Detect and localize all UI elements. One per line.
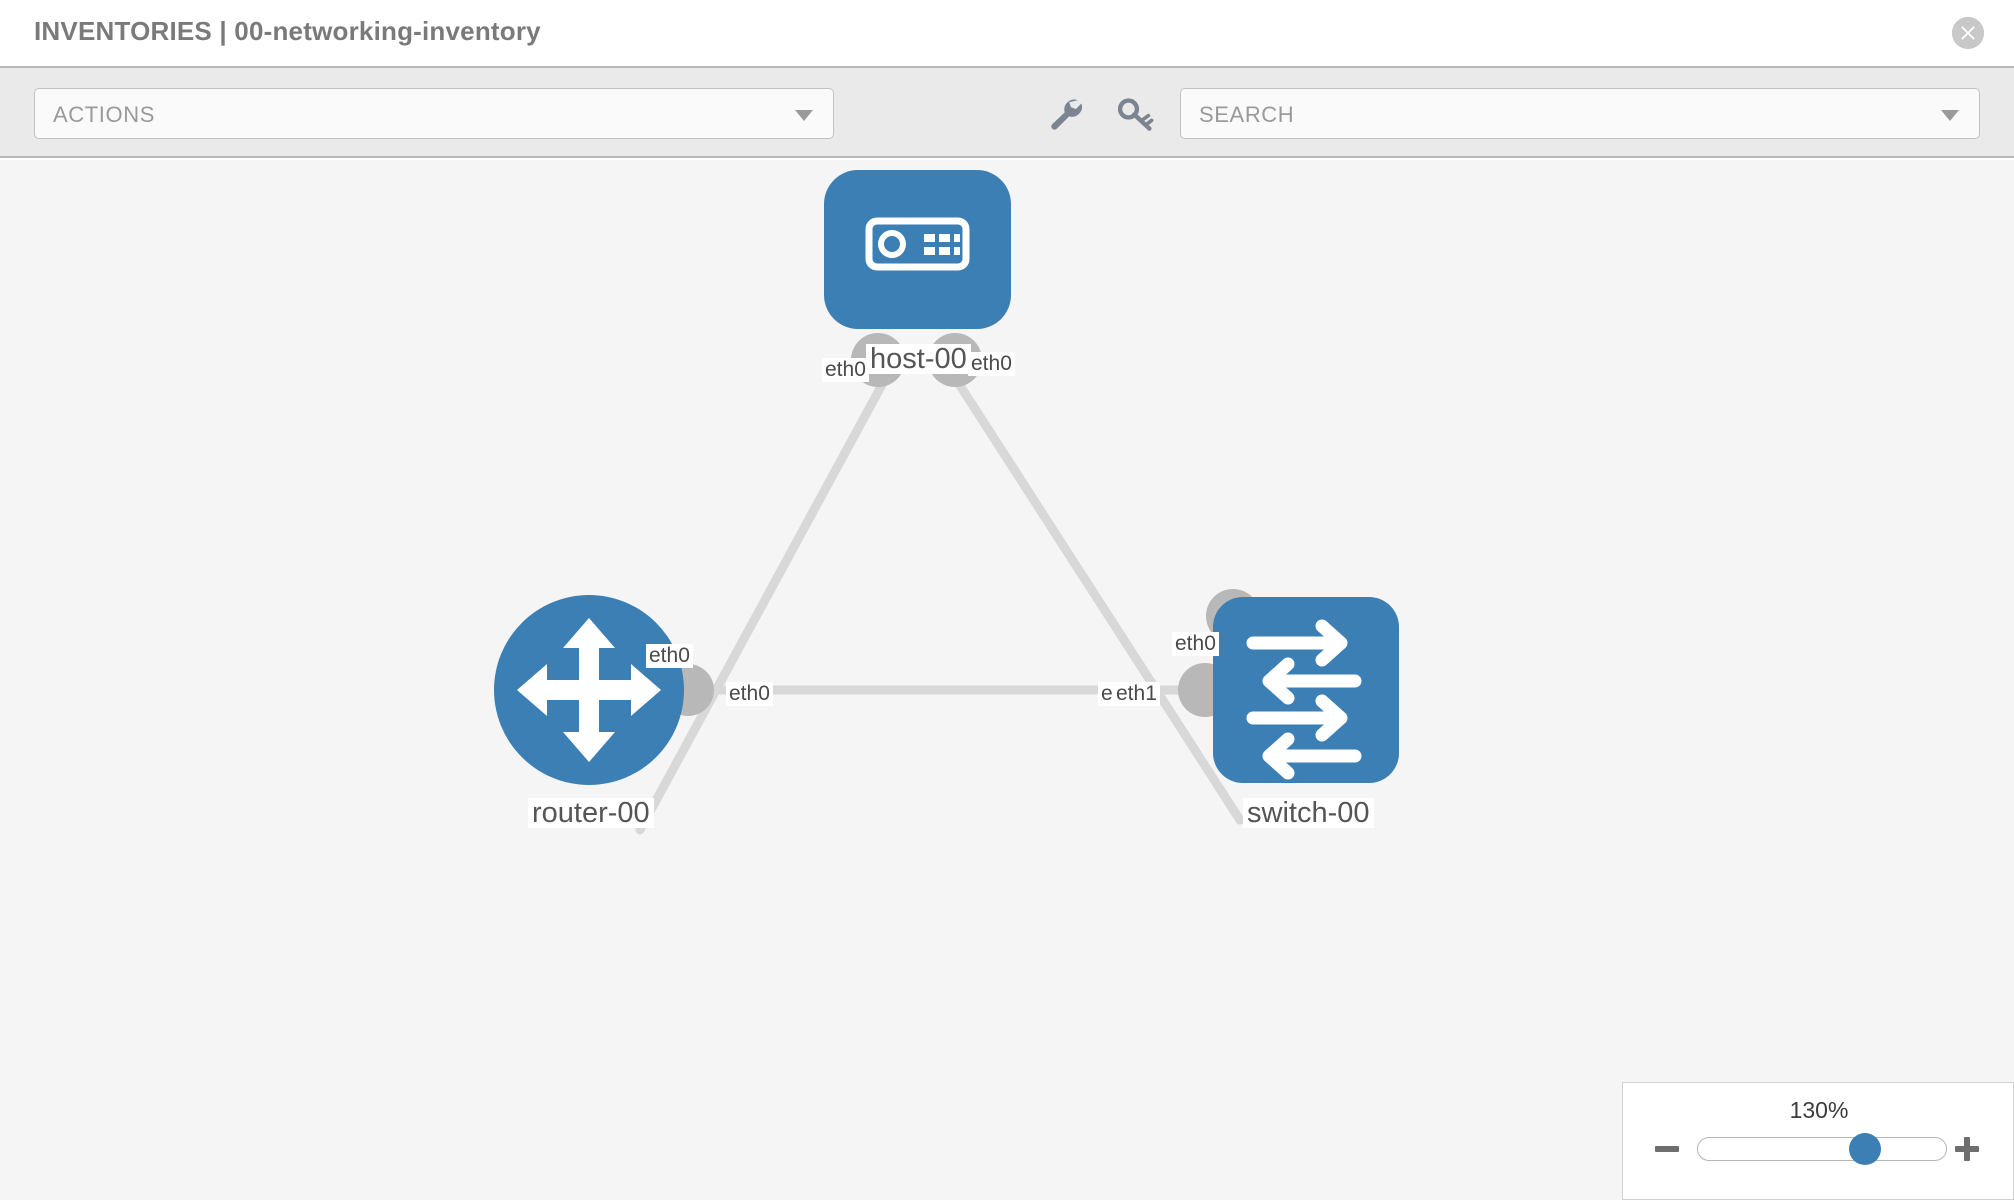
zoom-slider-thumb[interactable] <box>1849 1133 1881 1165</box>
topology-links <box>635 365 1245 835</box>
link-router-host <box>635 365 895 835</box>
edge-label-host-switch-near-switch: eth0 <box>1172 632 1219 657</box>
node-host-00[interactable] <box>824 170 1011 329</box>
edge-label-router-switch-near-switch-b: eth1 <box>1113 682 1160 707</box>
node-label-router-00: router-00 <box>528 798 654 828</box>
link-host-switch <box>945 365 1245 825</box>
zoom-level-value: 130% <box>1789 1097 1849 1123</box>
actions-dropdown-label: ACTIONS <box>53 102 155 127</box>
node-switch-00[interactable] <box>1213 597 1399 783</box>
key-icon[interactable] <box>1116 96 1156 132</box>
actions-dropdown[interactable]: ACTIONS <box>34 88 834 139</box>
zoom-slider-track[interactable] <box>1697 1137 1947 1161</box>
minus-icon[interactable] <box>1653 1135 1681 1163</box>
plus-icon[interactable] <box>1953 1135 1981 1163</box>
wrench-icon[interactable] <box>1046 96 1086 132</box>
chevron-down-icon <box>795 110 813 121</box>
edge-label-router-host-near-router: eth0 <box>646 644 693 669</box>
topology-graph <box>494 170 1399 835</box>
edge-label-host-switch-near-host: eth0 <box>968 352 1015 377</box>
page-title: INVENTORIES | 00-networking-inventory <box>34 16 541 46</box>
node-router-00[interactable] <box>494 595 684 785</box>
switch-arrows-icon <box>1246 619 1362 780</box>
close-icon[interactable] <box>1952 17 1984 49</box>
edge-label-router-switch-near-router: eth0 <box>726 682 773 707</box>
node-label-host-00: host-00 <box>866 344 971 374</box>
topology-canvas[interactable]: host-00 router-00 switch-00 eth0 eth0 et… <box>0 160 2014 1200</box>
edge-label-router-host-near-host: eth0 <box>822 358 869 383</box>
zoom-control-panel: 130% <box>1622 1082 2014 1200</box>
node-label-switch-00: switch-00 <box>1243 798 1374 828</box>
toolbar: ACTIONS SEARCH <box>0 68 2014 158</box>
search-placeholder: SEARCH <box>1199 102 1295 127</box>
chevron-down-icon[interactable] <box>1941 110 1959 121</box>
router-arrows-icon <box>517 618 661 762</box>
search-input[interactable]: SEARCH <box>1180 88 1980 139</box>
page-header: INVENTORIES | 00-networking-inventory <box>0 0 2014 68</box>
